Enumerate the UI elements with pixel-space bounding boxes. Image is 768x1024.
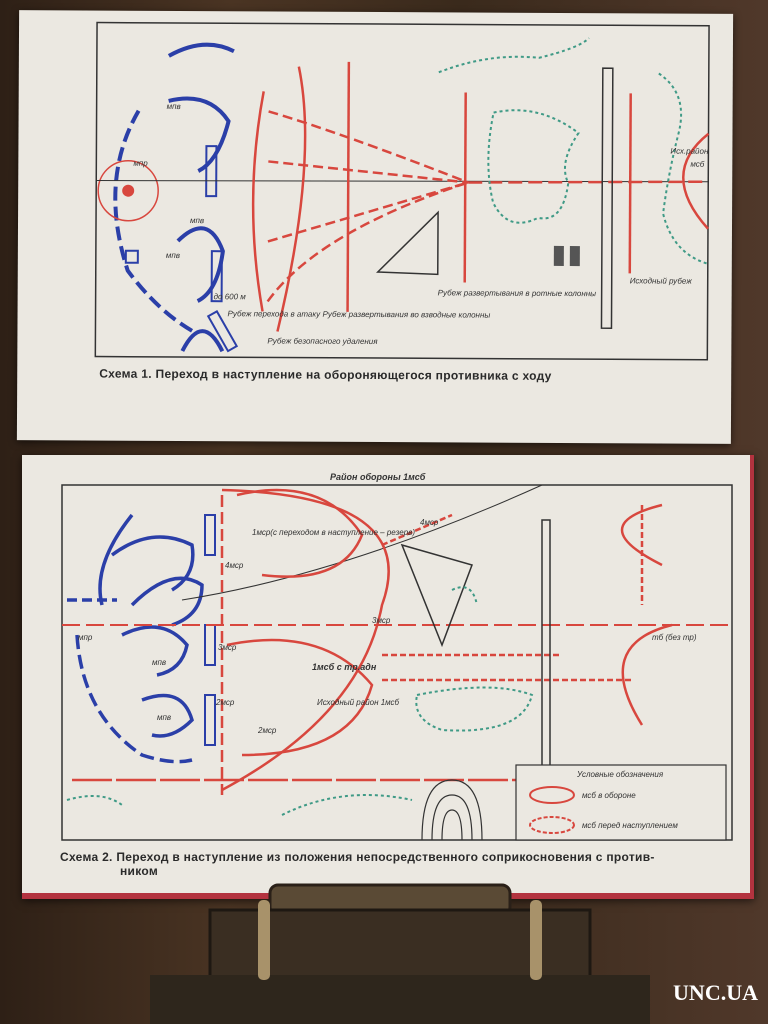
label-platoon-line: Рубеж развертывания во взводные колонны	[323, 310, 491, 320]
label-start-area: Исходный район 1мсб	[317, 698, 400, 707]
own-forces-attack	[251, 61, 710, 332]
legend-item: мсб перед наступлением	[582, 821, 678, 830]
scheme-1-diagram: мпр мпв мпв мпв до 600 м Рубеж перехода …	[94, 21, 710, 361]
label-mpv: мпв	[152, 658, 166, 667]
road-line	[181, 484, 543, 601]
label-2msr: 2мср	[215, 698, 235, 707]
label-mpv: мпв	[157, 713, 171, 722]
label-company-line: Рубеж развертывания в ротные колонны	[438, 288, 597, 298]
scheme-2-caption-cont: ником	[120, 864, 159, 878]
label-mpr: мпр	[78, 633, 93, 642]
target-circle	[97, 159, 159, 222]
brass-book-stand	[150, 883, 650, 1024]
label-mpv: мпв	[166, 251, 180, 260]
label-mpv: мпв	[167, 102, 181, 111]
hill-contours	[421, 779, 483, 841]
forest-outline	[66, 586, 534, 816]
label-2msr: 2мср	[257, 726, 277, 735]
enemy-defense	[113, 42, 239, 353]
artillery-triangle	[376, 210, 439, 276]
legend-item: мсб в обороне	[582, 791, 636, 800]
hatched-block	[569, 246, 580, 267]
label-defense-area: Район обороны 1мсб	[330, 472, 426, 482]
forest-outline	[438, 37, 709, 265]
watermark-logo: UNC.UA	[673, 980, 758, 1005]
hatched-block	[553, 245, 564, 266]
scheme-2-caption: Схема 2. Переход в наступление из положе…	[60, 850, 655, 864]
label-start-area: Исх.район	[670, 147, 709, 156]
artillery-triangle	[400, 543, 473, 648]
label-1msr-reserve: 1мср(с переходом в наступление – резерв)	[252, 528, 415, 537]
label-distance: до 600 м	[214, 292, 247, 301]
target-dot	[122, 184, 135, 197]
label-mpv: мпв	[190, 216, 204, 225]
book-page-top: мпр мпв мпв мпв до 600 м Рубеж перехода …	[16, 10, 734, 444]
river	[600, 67, 614, 329]
label-safe-line: Рубеж безопасного удаления	[267, 336, 378, 346]
diagram-frame	[61, 484, 733, 841]
label-1msb: 1мсб с тр.адн	[312, 662, 377, 672]
label-mpr: мпр	[133, 159, 148, 168]
label-4msr: 4мср	[420, 518, 439, 527]
enemy-defense	[67, 513, 216, 764]
legend-title: Условные обозначения	[576, 770, 664, 779]
road-line	[96, 180, 709, 183]
legend-symbol-attack	[529, 816, 575, 834]
label-4msr: 4мср	[225, 561, 244, 570]
label-3msr: 3мср	[218, 643, 237, 652]
label-msb: мсб	[690, 160, 704, 169]
label-3msr: 3мср	[372, 616, 391, 625]
label-tb: тб (без тр)	[652, 633, 697, 642]
label-start-line: Исходный рубеж	[630, 276, 693, 285]
scheme-1-caption: Схема 1. Переход в наступление на оборон…	[99, 366, 552, 383]
book-page-bottom: Условные обозначения мсб в обороне мсб п…	[22, 455, 754, 899]
diagram-frame	[94, 21, 710, 361]
label-attack-line: Рубеж перехода в атаку	[228, 309, 322, 318]
scheme-2-diagram: Условные обозначения мсб в обороне мсб п…	[61, 472, 733, 841]
legend-symbol-defense	[529, 786, 575, 804]
